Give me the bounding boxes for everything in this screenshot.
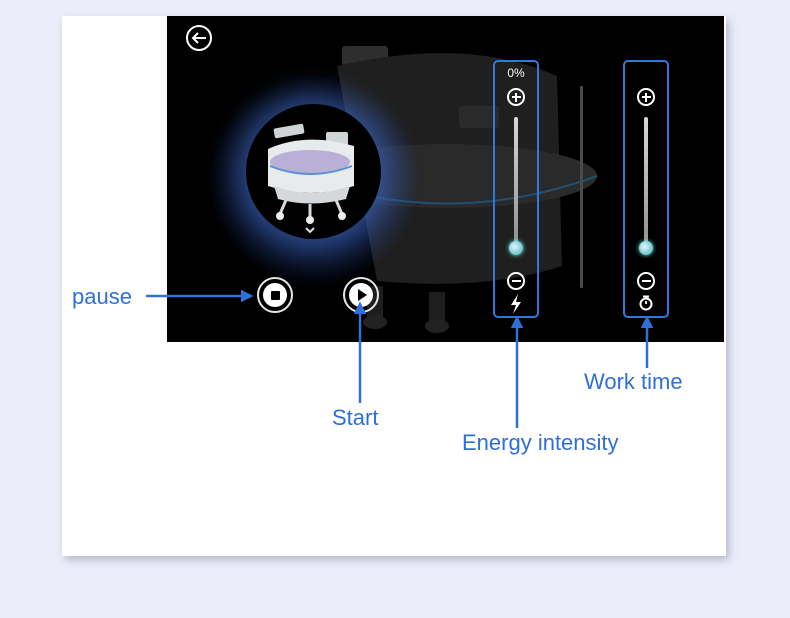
pause-button-face [263, 283, 287, 307]
work-time-plus-button[interactable] [637, 88, 655, 106]
divider [580, 86, 583, 288]
energy-minus-button[interactable] [507, 272, 525, 290]
energy-track[interactable] [514, 117, 518, 255]
start-annotation: Start [332, 405, 379, 430]
work-time-annotation: Work time [584, 369, 683, 394]
stop-square-icon [270, 290, 280, 300]
back-arrow-icon[interactable] [185, 24, 213, 52]
work-time-minus-button[interactable] [637, 272, 655, 290]
energy-value: 0% [507, 66, 525, 80]
chair-preview[interactable] [246, 104, 381, 239]
lightning-icon [511, 294, 521, 314]
start-button-face [349, 283, 373, 307]
energy-annotation: Energy intensity [462, 430, 619, 455]
start-button[interactable] [343, 277, 379, 313]
chair-preview-icon [268, 123, 354, 234]
pause-button[interactable] [257, 277, 293, 313]
play-icon [358, 289, 367, 301]
work-time-slider [623, 60, 669, 318]
work-time-slider-thumb[interactable] [639, 241, 653, 255]
timer-icon [639, 295, 653, 311]
energy-slider-thumb[interactable] [509, 241, 523, 255]
energy-plus-button[interactable] [507, 88, 525, 106]
work-time-track[interactable] [644, 117, 648, 255]
device-screen: 0% [167, 16, 724, 342]
pause-annotation: pause [72, 284, 132, 309]
